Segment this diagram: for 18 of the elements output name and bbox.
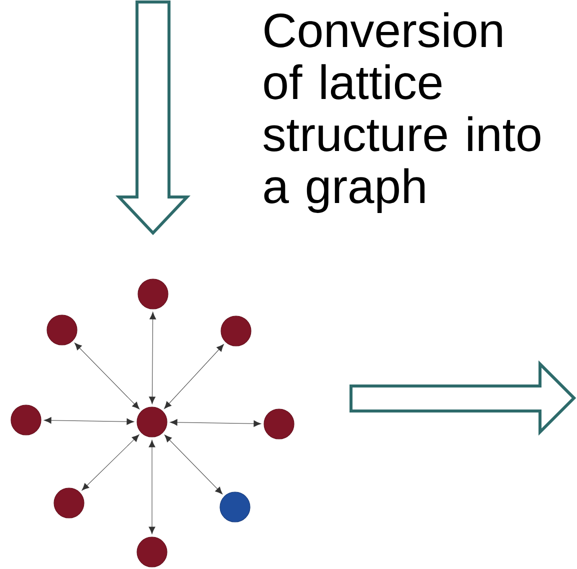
graph-node	[54, 488, 84, 518]
arrow	[164, 434, 223, 494]
arrow	[170, 419, 262, 427]
graph-node	[136, 536, 168, 568]
caption-text: Conversion of lattice structure into a graph	[264, 12, 540, 213]
arrow	[74, 342, 140, 410]
arrow	[164, 344, 224, 409]
arrow	[148, 312, 156, 404]
arrow	[82, 434, 140, 491]
graph-node	[46, 314, 78, 346]
arrow	[44, 417, 134, 425]
graph-node	[220, 492, 250, 522]
graph-node	[138, 278, 168, 310]
graph-node	[136, 406, 168, 438]
graph-node	[264, 408, 294, 440]
graph-node	[10, 404, 42, 436]
arrow	[148, 440, 156, 534]
graph-node	[220, 316, 252, 346]
